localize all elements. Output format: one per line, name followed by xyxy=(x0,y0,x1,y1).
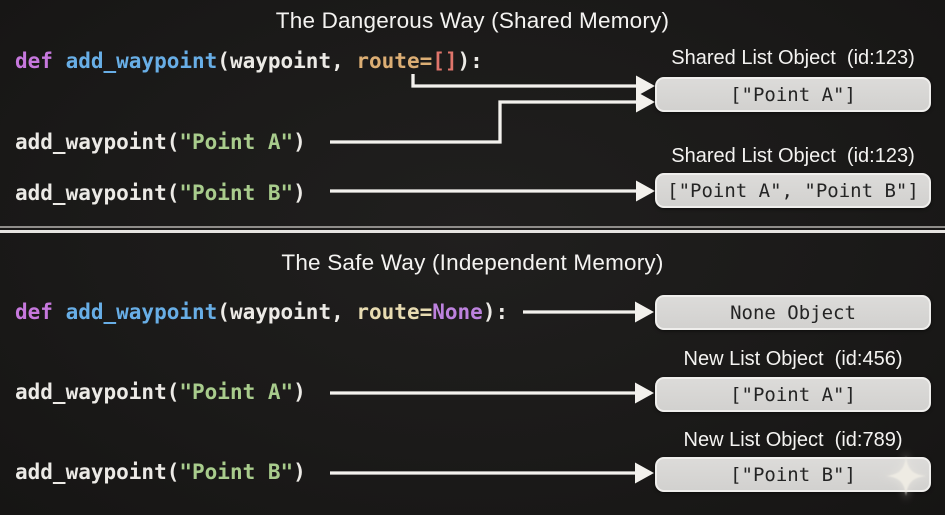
code-text: add_waypoint( xyxy=(15,181,180,205)
result-a-label: New List Object (id:456) xyxy=(683,348,903,370)
code-text: (waypoint, xyxy=(217,49,357,73)
string-point-a: "Point A" xyxy=(179,380,294,404)
arrow-call-b-to-result2 xyxy=(330,180,655,202)
code-text: (waypoint, xyxy=(217,300,357,324)
result2-box: ["Point A", "Point B"] xyxy=(655,173,931,208)
result-a-value: ["Point A"] xyxy=(730,383,856,406)
result1-value: ["Point A"] xyxy=(730,83,856,106)
safe-call-b-code-line: add_waypoint("Point B") xyxy=(15,460,306,485)
keyword-def: def xyxy=(15,300,66,324)
arrow-call-a-to-result-a xyxy=(330,382,654,404)
dangerous-call-b-code-line: add_waypoint("Point B") xyxy=(15,181,306,206)
code-text: ) xyxy=(293,130,306,154)
dangerous-call-a-code-line: add_waypoint("Point A") xyxy=(15,130,306,155)
safe-def-code-line: def add_waypoint(waypoint, route=None): xyxy=(15,300,508,325)
result2-value: ["Point A", "Point B"] xyxy=(667,179,919,202)
code-text: add_waypoint( xyxy=(15,460,180,484)
result1-box: ["Point A"] xyxy=(655,77,931,112)
function-name: add_waypoint xyxy=(65,49,218,73)
string-point-b: "Point B" xyxy=(179,460,294,484)
function-name: add_waypoint xyxy=(65,300,218,324)
result-b-value: ["Point B"] xyxy=(730,463,856,486)
code-text: ) xyxy=(293,460,306,484)
result2-label: Shared List Object (id:123) xyxy=(671,145,915,167)
arrow-call-a-to-result1 xyxy=(330,91,655,144)
param-route: route= xyxy=(356,49,433,73)
safe-section-title: The Safe Way (Independent Memory) xyxy=(281,250,664,275)
section-divider-line-top xyxy=(0,226,945,228)
none-object-value: None Object xyxy=(730,301,856,324)
empty-list-literal: [] xyxy=(432,49,458,73)
code-text: ): xyxy=(482,300,509,324)
code-text: add_waypoint( xyxy=(15,380,180,404)
code-text: ) xyxy=(293,181,306,205)
safe-call-a-code-line: add_waypoint("Point A") xyxy=(15,380,306,405)
result-a-box: ["Point A"] xyxy=(655,377,931,412)
code-text: ) xyxy=(293,380,306,404)
result1-label: Shared List Object (id:123) xyxy=(671,47,915,69)
param-route: route= xyxy=(356,300,433,324)
none-literal: None xyxy=(432,300,483,324)
section-divider-line-bottom xyxy=(0,230,945,233)
arrow-def-to-none-object xyxy=(523,301,654,323)
arrow-default-route-to-result1 xyxy=(411,74,655,97)
string-point-a: "Point A" xyxy=(179,130,294,154)
string-point-b: "Point B" xyxy=(179,181,294,205)
code-text: ): xyxy=(457,49,483,73)
keyword-def: def xyxy=(15,49,66,73)
code-text: add_waypoint( xyxy=(15,130,180,154)
result-b-label: New List Object (id:789) xyxy=(683,429,903,451)
dangerous-section-title: The Dangerous Way (Shared Memory) xyxy=(275,8,670,33)
none-object-box: None Object xyxy=(655,295,931,330)
arrow-call-b-to-result-b xyxy=(330,462,654,484)
result-b-box: ["Point B"] xyxy=(655,457,931,492)
dangerous-def-code-line: def add_waypoint(waypoint, route=[]): xyxy=(15,49,483,74)
